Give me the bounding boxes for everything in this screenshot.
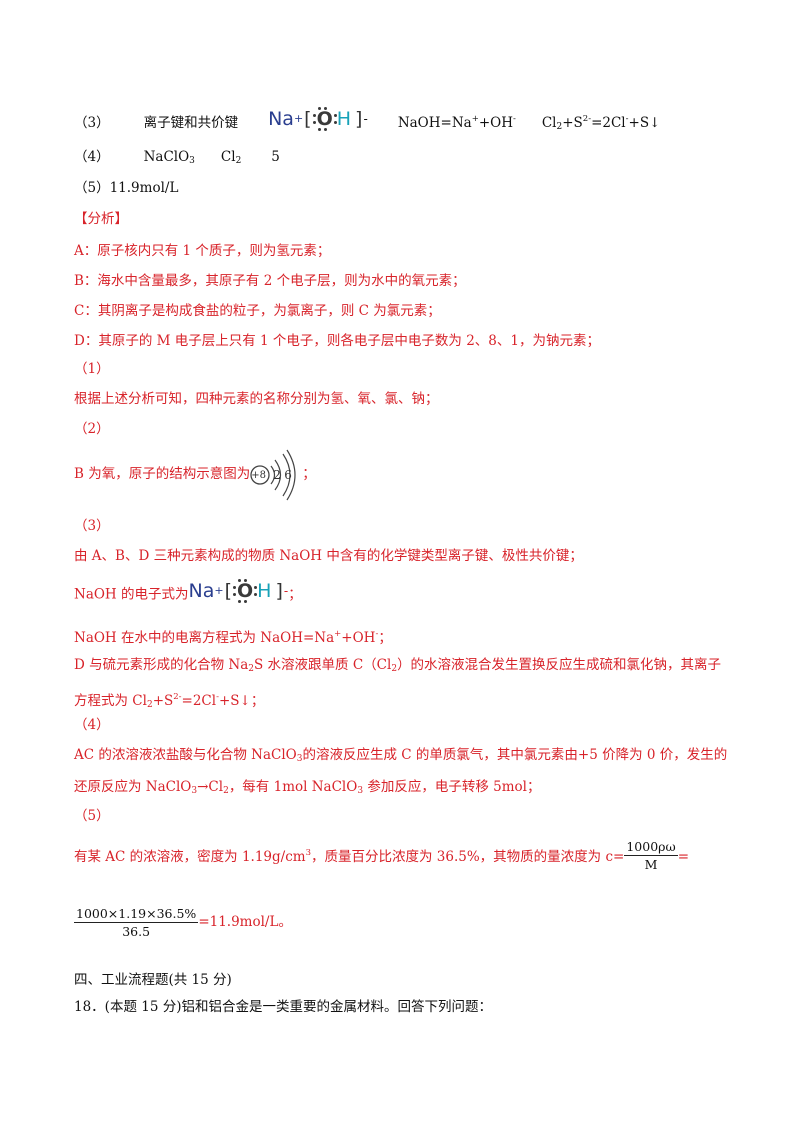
section-4-heading: 四、工业流程题(共 15 分) (74, 972, 232, 988)
answer-3-label: （3） (74, 115, 110, 131)
part-3-text: 由 A、B、D 三种元素构成的物质 NaOH 中含有的化学键类型离子键、极性共价… (74, 548, 583, 564)
part-4-label: （4） (74, 717, 110, 733)
part-1-text: 根据上述分析可知，四种元素的名称分别为氢、氧、氯、钠； (74, 391, 439, 407)
answer-3-reaction: Cl2+S2-=2Cl-+S↓ (541, 114, 661, 132)
part-1-label: （1） (74, 361, 110, 377)
answer-3-ionization: NaOH=Na++OH- (397, 114, 516, 131)
shell-2-count: 6 (284, 467, 292, 482)
part-3-label: （3） (74, 518, 110, 534)
part-3-displacement: D 与硫元素形成的化合物 Na2S 水溶液跟单质 C（Cl2）的水溶液混合发生置… (74, 657, 722, 674)
answer-3-bond-type: 离子键和共价键 (143, 115, 239, 131)
analysis-d: D：其原子的 M 电子层上只有 1 个电子，则各电子层中电子数为 2、8、1，为… (74, 333, 600, 349)
analysis-b: B：海水中含量最多，其原子有 2 个电子层，则为水中的氧元素； (74, 273, 466, 289)
part-4-line-2: 还原反应为 NaClO3→Cl2，每有 1mol NaClO3 参加反应，电子转… (74, 779, 541, 796)
shell-1-count: 2 (273, 467, 281, 482)
atom-shells-svg (250, 449, 296, 500)
nucleus-charge: +8 (251, 469, 266, 481)
answer-4-label: （4） (74, 149, 110, 165)
answer-4-line: （4） NaClO3 Cl2 5 (74, 148, 280, 170)
part-5-label: （5） (74, 808, 110, 824)
part-2-text: B 为氧，原子的结构示意图为 (74, 466, 251, 482)
analysis-c: C：其阴离子是构成食盐的粒子，为氯离子，则 C 为氯元素； (74, 303, 441, 319)
part-3-ionic-equation: 方程式为 Cl2+S2-=2Cl-+S↓； (74, 692, 265, 710)
part-2-line: B 为氧，原子的结构示意图为 +8 2 6 ； (74, 449, 316, 500)
answer-4-b: Cl2 (220, 149, 242, 166)
part-2-label: （2） (74, 421, 110, 437)
part-3-ionization: NaOH 在水中的电离方程式为 NaOH=Na++OH-； (74, 629, 392, 646)
analysis-title: 【分析】 (74, 211, 128, 227)
analysis-a: A：原子核内只有 1 个质子，则为氢元素； (74, 243, 331, 259)
oxygen-atom-structure-diagram: +8 2 6 (250, 449, 302, 500)
concentration-calc-fraction: 1000×1.19×36.5%36.5 (74, 906, 199, 939)
answer-5-line: （5）11.9mol/L (74, 180, 179, 196)
part-4-line-1: AC 的浓溶液浓盐酸与化合物 NaClO3的溶液反应生成 C 的单质氯气，其中氯… (74, 747, 728, 764)
question-18: 18．(本题 15 分)铝和铝合金是一类重要的金属材料。回答下列问题： (74, 999, 492, 1015)
answer-4-a: NaClO3 (143, 149, 195, 166)
part-5-line-2: 1000×1.19×36.5%36.5=11.9mol/L。 (74, 906, 292, 939)
part-5-line-1: 有某 AC 的浓溶液，密度为 1.19g/cm3，质量百分比浓度为 36.5%，… (74, 839, 690, 872)
answer-4-c: 5 (271, 149, 280, 165)
